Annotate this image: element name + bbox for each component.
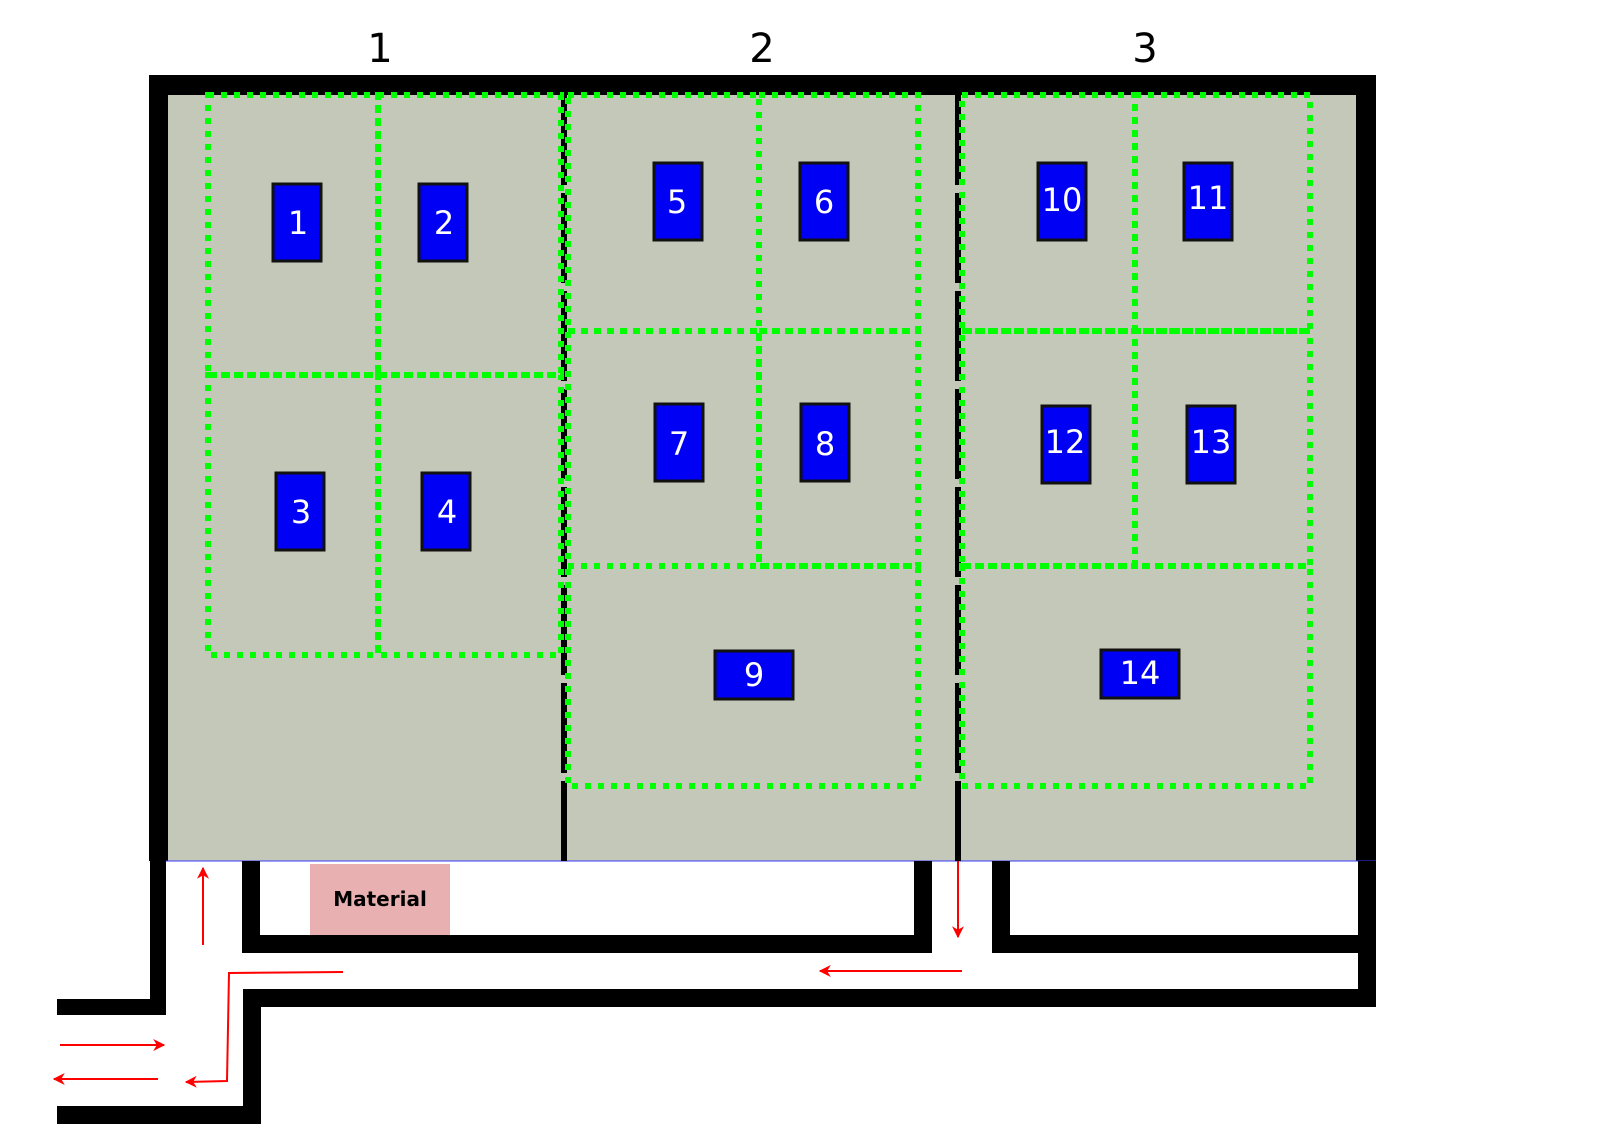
hall-label-2: 2: [749, 26, 774, 72]
station-label-2: 2: [434, 204, 454, 242]
zone-14: [959, 563, 1313, 789]
station-label-9: 9: [744, 656, 764, 694]
station-9: 9: [713, 649, 795, 701]
zone-11: [1132, 92, 1313, 334]
station-10: 10: [1036, 161, 1088, 242]
corridor-wall-left-entry: [57, 861, 166, 1015]
outer-wall-right: [1356, 75, 1376, 861]
zone-2: [375, 92, 564, 378]
station-12: 12: [1040, 404, 1092, 485]
station-label-8: 8: [815, 425, 835, 463]
corridor-wall-right-u: [992, 861, 1376, 953]
station-label-11: 11: [1188, 179, 1229, 217]
zone-3: [205, 372, 381, 658]
outer-wall-left: [149, 75, 168, 861]
station-7: 7: [653, 402, 705, 483]
station-label-3: 3: [291, 493, 311, 531]
corridor-wall-inner-u: [242, 861, 932, 953]
zone-6: [756, 92, 921, 334]
station-3: 3: [274, 471, 326, 552]
factory-floor: [158, 85, 1368, 861]
station-label-13: 13: [1191, 423, 1232, 461]
station-14: 14: [1099, 648, 1181, 700]
outer-wall-top: [149, 75, 1376, 95]
material-area: [310, 864, 450, 935]
station-label-4: 4: [437, 493, 457, 531]
zone-8: [756, 328, 921, 569]
station-2: 2: [417, 182, 469, 263]
station-label-14: 14: [1120, 654, 1161, 692]
station-label-1: 1: [288, 204, 308, 242]
station-5: 5: [652, 161, 704, 242]
station-label-5: 5: [667, 183, 687, 221]
station-8: 8: [799, 402, 851, 483]
station-1: 1: [271, 182, 323, 263]
station-6: 6: [798, 161, 850, 242]
corridor-wall-outer-bottom: [57, 953, 1376, 1124]
flow-arrow-corridor-turn: [184, 971, 344, 1088]
station-4: 4: [420, 471, 472, 552]
material-label: Material: [333, 887, 427, 911]
zone-4: [375, 372, 564, 658]
station-13: 13: [1185, 404, 1237, 485]
hall-label-3: 3: [1132, 26, 1157, 72]
zone-9: [565, 563, 921, 789]
station-label-12: 12: [1045, 423, 1086, 461]
station-label-7: 7: [669, 425, 689, 463]
station-label-6: 6: [814, 183, 834, 221]
station-label-10: 10: [1042, 181, 1083, 219]
hall-label-1: 1: [367, 26, 392, 72]
zone-1: [205, 92, 381, 378]
station-11: 11: [1182, 161, 1234, 242]
